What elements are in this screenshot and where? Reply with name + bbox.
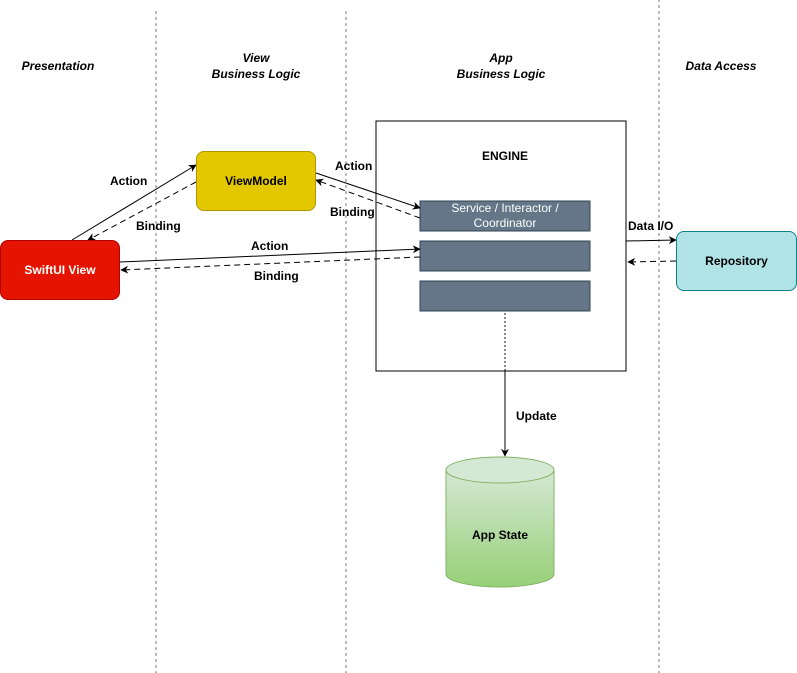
edge-data-io-return [627,257,677,266]
engine-slot-2 [419,240,591,272]
label-action-viewmodel-to-service: Action [335,159,373,173]
lane-title-data-access: Data Access [685,59,757,73]
app-state-label-box: App State [446,520,554,550]
lane-title-app-business-logic: App Business Logic [456,51,546,81]
service-label: Service / Interactor / Coordinator [451,201,559,230]
service-slot [419,200,591,232]
app-state-database [445,456,555,588]
edge-action-view-to-viewmodel [71,164,197,241]
label-binding-viewmodel-to-view: Binding [136,219,181,233]
engine-title: ENGINE [481,149,528,163]
swiftui-view-node: SwiftUI View [0,240,120,300]
label-data-io: Data I/O [628,219,674,233]
label-binding-service-to-viewmodel: Binding [330,205,375,219]
edge-action-view-to-engine [119,245,421,263]
viewmodel-node: ViewModel [196,151,316,211]
app-state-label: App State [471,528,528,542]
edge-binding-service-to-viewmodel [315,178,421,219]
label-binding-engine-to-view: Binding [254,269,299,283]
viewmodel-label: ViewModel [225,174,287,188]
lane-title-presentation: Presentation [21,59,95,73]
label-action-view-to-engine: Action [251,239,289,253]
repository-label: Repository [705,254,768,268]
label-action-view-to-viewmodel: Action [110,174,148,188]
swiftui-view-label: SwiftUI View [24,263,96,277]
lane-title-view-business-logic: View Business Logic [211,51,301,81]
edge-action-viewmodel-to-service [315,172,421,210]
service-label-box: Service / Interactor / Coordinator [420,201,590,231]
edge-data-io [625,236,677,245]
repository-node: Repository [676,231,797,291]
label-update: Update [516,409,557,423]
engine-slot-3 [419,280,591,312]
edge-binding-viewmodel-to-view [87,181,197,241]
